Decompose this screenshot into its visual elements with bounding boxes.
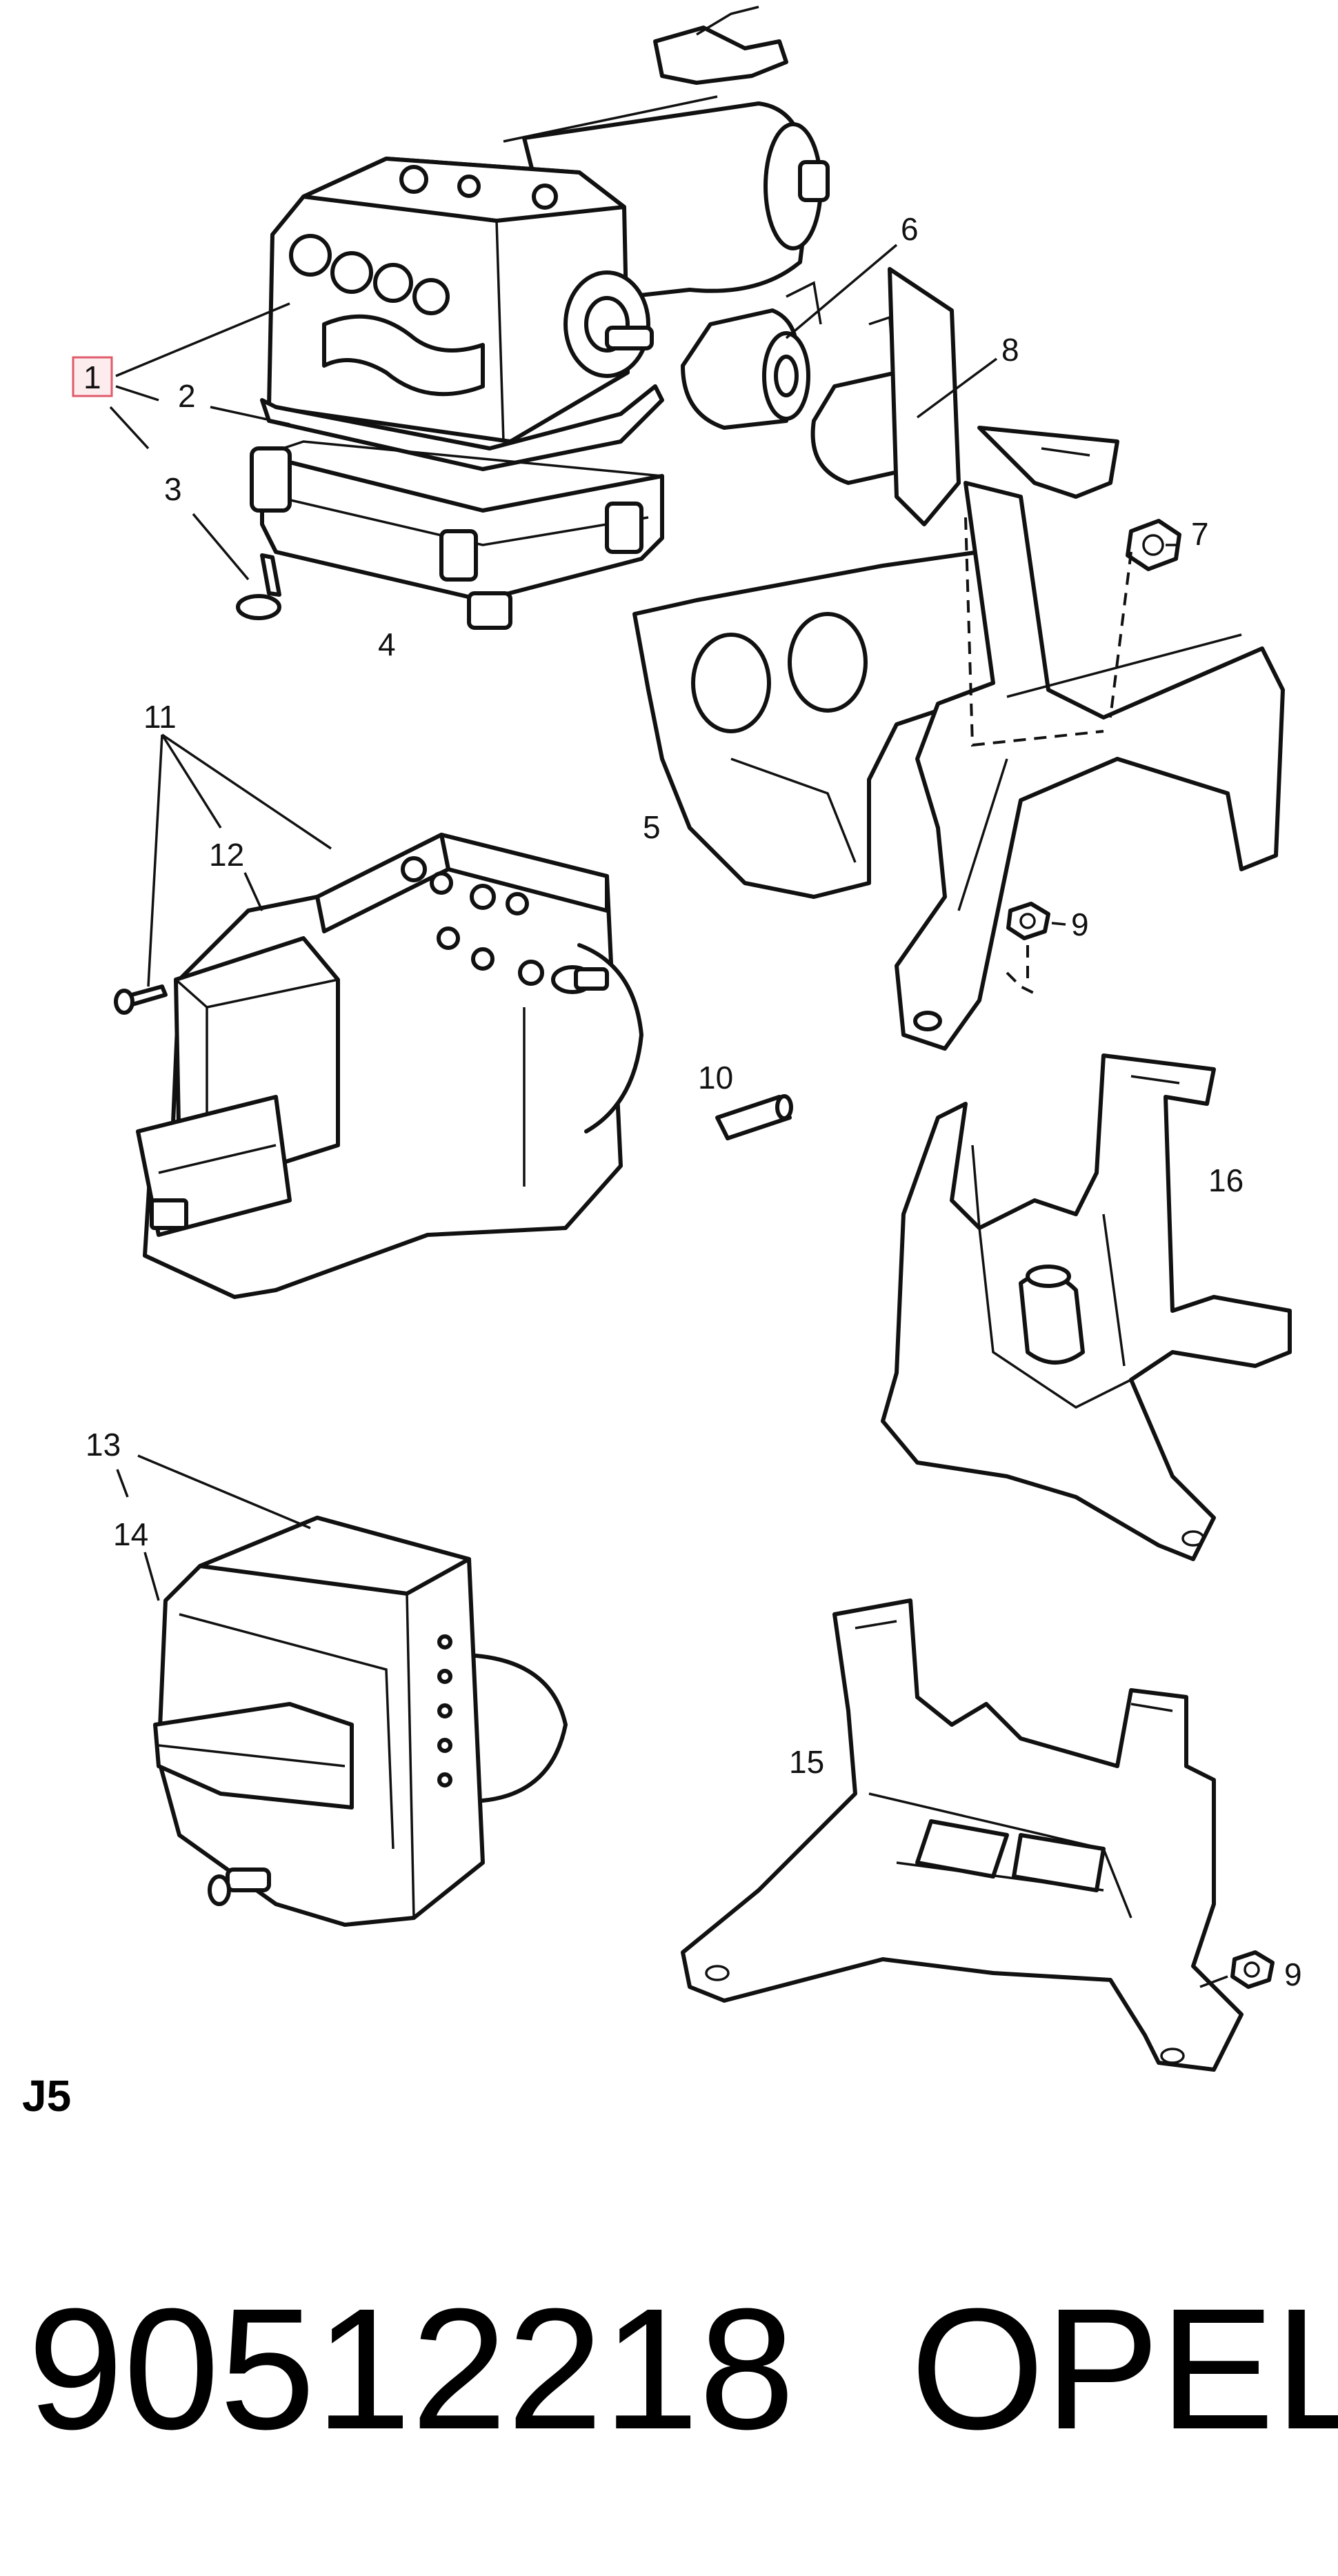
callout-13[interactable]: 13 [86, 1427, 121, 1463]
brand-name: OPEL [910, 2272, 1338, 2465]
sheet-code: J5 [22, 2071, 71, 2121]
callout-4[interactable]: 4 [378, 626, 396, 662]
nut-9-lower [1230, 1950, 1275, 1989]
control-unit-4 [250, 440, 664, 630]
hydraulic-unit-assembly [236, 6, 830, 630]
callout-15[interactable]: 15 [789, 1744, 824, 1780]
bracket-15 [681, 1598, 1244, 2072]
callout-12[interactable]: 12 [209, 837, 244, 873]
callout-5[interactable]: 5 [643, 809, 661, 845]
callout-14[interactable]: 14 [113, 1516, 148, 1552]
leader-lines [109, 244, 1228, 1988]
control-module-13 [153, 1516, 568, 1927]
hydraulic-unit-11 [136, 833, 643, 1299]
valve-block [267, 157, 654, 444]
callout-16[interactable]: 16 [1208, 1162, 1244, 1198]
screw-3 [236, 553, 281, 620]
bracket-frame [895, 426, 1285, 1051]
callout-labels: 1 2 3 4 5 6 7 8 9 9 10 11 12 13 14 15 16 [83, 211, 1302, 1992]
nut-7 [1126, 519, 1181, 571]
pin-10 [715, 1094, 793, 1140]
part-number: 90512218 [28, 2272, 795, 2465]
seal-gasket [260, 384, 664, 471]
callout-2[interactable]: 2 [178, 378, 196, 414]
callout-11[interactable]: 11 [143, 699, 177, 735]
callout-8[interactable]: 8 [1001, 332, 1019, 368]
callout-7[interactable]: 7 [1191, 516, 1209, 552]
bracket-16 [881, 1053, 1292, 1561]
callout-3[interactable]: 3 [164, 471, 182, 507]
callout-10[interactable]: 10 [698, 1060, 733, 1096]
callout-9-upper[interactable]: 9 [1071, 906, 1089, 942]
callout-1-highlight [72, 356, 113, 397]
bracket-5 [632, 267, 1002, 899]
callout-9-lower[interactable]: 9 [1284, 1956, 1302, 1992]
callout-1[interactable]: 1 [83, 359, 101, 395]
nut-9-upper [1006, 902, 1050, 987]
assembly-guide-lines [964, 517, 1132, 995]
screw-11 [114, 984, 168, 1015]
damper-6 [681, 308, 810, 430]
callout-6[interactable]: 6 [901, 211, 919, 247]
